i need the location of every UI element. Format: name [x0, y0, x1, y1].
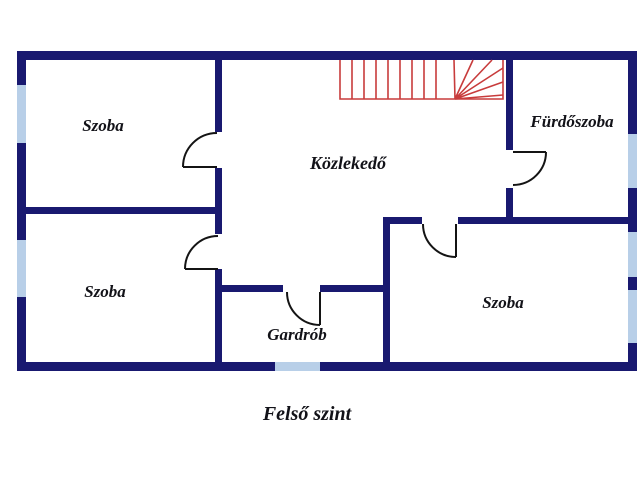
interior-wall-left-vertical-lower [215, 269, 222, 362]
outer-wall-bottom-left-segment [17, 362, 275, 371]
outer-wall-bottom-right-segment [320, 362, 637, 371]
interior-wall-room-top-left-segment [390, 217, 422, 224]
staircase-treads [351, 60, 437, 99]
room-label-hallway: Közlekedő [309, 153, 387, 173]
outer-wall-top [17, 51, 637, 60]
door-wardrobe [286, 291, 321, 326]
door-room-top-left [182, 132, 218, 168]
window-bottom-wall [275, 362, 320, 371]
interior-wall-wardrobe-top-left [222, 285, 283, 292]
door-room-bottom-left [184, 235, 219, 270]
outer-wall-left-segment-2 [17, 143, 26, 240]
outer-wall-left-segment-1 [17, 51, 26, 85]
window-left-lower [17, 240, 26, 297]
interior-wall-bathroom-lower [506, 188, 513, 217]
interior-wall-bathroom-upper [506, 60, 513, 150]
window-right-room-lower [628, 290, 637, 343]
outer-wall-left-segment-3 [17, 297, 26, 371]
staircase [339, 59, 504, 100]
interior-wall-room-top-right-segment [458, 217, 628, 224]
interior-wall-wardrobe-top-right [320, 285, 383, 292]
outer-wall-right-segment-2 [628, 188, 637, 232]
room-label-wardrobe: Gardrób [267, 325, 327, 344]
window-right-bathroom [628, 134, 637, 188]
interior-wall-left-vertical-upper [215, 60, 222, 132]
outer-wall-right-segment-3 [628, 343, 637, 371]
interior-wall-wardrobe-room-divider [383, 217, 390, 362]
room-label-bottom-right: Szoba [482, 293, 524, 312]
room-label-bottom-left: Szoba [84, 282, 126, 301]
outer-wall-right-segment-1 [628, 51, 637, 134]
staircase-winder-fan [453, 59, 504, 100]
door-room-bottom-right [422, 223, 457, 258]
staircase-outline [339, 60, 504, 100]
interior-wall-left-rooms-divider [26, 207, 215, 214]
outer-wall-right-mullion [628, 277, 637, 290]
door-bathroom [512, 151, 547, 186]
window-right-room-upper [628, 232, 637, 277]
room-label-bathroom: Fürdőszoba [529, 112, 614, 131]
room-label-top-left: Szoba [82, 116, 124, 135]
window-left-upper [17, 85, 26, 143]
floor-caption: Felső szint [262, 403, 353, 425]
interior-wall-left-vertical-middle [215, 168, 222, 234]
